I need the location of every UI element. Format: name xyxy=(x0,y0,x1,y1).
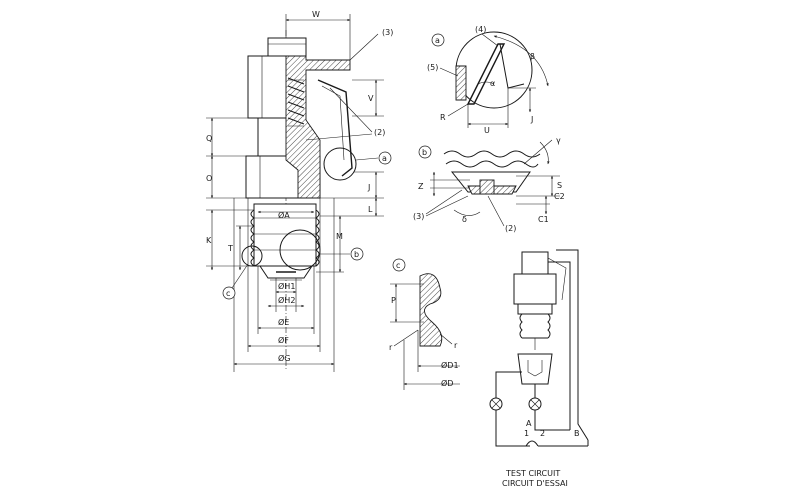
detail-b-tag-main xyxy=(350,247,364,261)
detail-a-view: a (4) (5) β α R U J xyxy=(427,25,549,135)
contact-strip xyxy=(317,79,353,177)
tc-device-thread xyxy=(519,313,551,339)
tc-device-cap xyxy=(521,251,549,275)
tc-label-1: 1 xyxy=(524,429,529,438)
tc-caption-en: TEST CIRCUIT xyxy=(505,469,560,478)
dim-W: W xyxy=(312,10,320,19)
detail-b-marker-circle xyxy=(279,229,321,271)
detail-b-Z: Z xyxy=(418,182,424,191)
callout-3-main: (3) xyxy=(382,28,393,37)
dim-dF: ØF xyxy=(278,335,289,345)
detail-c-tag-main xyxy=(222,286,236,300)
tc-caption-fr: CIRCUIT D'ESSAI xyxy=(502,479,568,488)
detail-c-dD: ØD xyxy=(441,378,453,388)
detail-a-U: U xyxy=(484,126,490,135)
detail-b-delta: δ xyxy=(462,215,467,224)
detail-a-beta: β xyxy=(530,52,535,61)
detail-b-ref3: (3) xyxy=(413,212,424,221)
detail-b-S: S xyxy=(557,181,562,190)
detail-b-tag-main-text: b xyxy=(354,250,359,259)
dim-dG: ØG xyxy=(278,353,291,363)
callout-2-main: (2) xyxy=(374,128,385,137)
dim-V: V xyxy=(368,94,374,103)
tc-label-A: A xyxy=(526,419,532,428)
test-circuit: A 1 2 B TEST CIRCUIT CIRCUIT D'ESSAI xyxy=(489,249,589,488)
detail-a-J: J xyxy=(530,115,533,124)
detail-c-dD1: ØD1 xyxy=(441,360,459,370)
detail-b-gamma: γ xyxy=(556,136,561,145)
detail-c-thread-profile xyxy=(419,273,443,347)
dim-Q: Q xyxy=(206,134,212,143)
tc-socket xyxy=(517,353,553,385)
tc-label-2: 2 xyxy=(540,429,545,438)
detail-c-r-left: r xyxy=(389,343,393,352)
detail-c-tag-text: c xyxy=(396,261,400,270)
dim-dE: ØE xyxy=(278,317,289,327)
dim-dH1: ØH1 xyxy=(278,281,295,291)
top-cap xyxy=(267,37,307,57)
detail-c-r-right: r xyxy=(454,341,458,350)
detail-a-tag xyxy=(431,33,445,47)
detail-c-tag-main-text: c xyxy=(226,289,230,298)
detail-a-strip xyxy=(466,43,506,105)
tc-label-B: B xyxy=(574,429,580,438)
detail-c-tag xyxy=(392,258,406,272)
tc-device-body xyxy=(513,273,557,305)
thread-profile xyxy=(250,209,320,267)
detail-c-view: c P r r ØD1 ØD xyxy=(389,258,460,390)
detail-b-tag xyxy=(418,145,432,159)
detail-a-ref5: (5) xyxy=(427,63,438,72)
dim-L: L xyxy=(368,205,373,214)
spring-coil xyxy=(287,77,305,127)
detail-c-P: P xyxy=(391,296,396,305)
detail-a-tag-main xyxy=(378,151,392,165)
dim-J-main: J xyxy=(367,183,370,192)
detail-a-marker-circle xyxy=(323,147,357,181)
dim-dH2: ØH2 xyxy=(278,295,295,305)
detail-a-tag-main-text: a xyxy=(382,154,387,163)
detail-b-C2: C2 xyxy=(554,192,565,201)
detail-b-ref2: (2) xyxy=(505,224,516,233)
detail-a-circle xyxy=(455,31,533,109)
detail-b-tag-text: b xyxy=(422,148,427,157)
thread-body xyxy=(253,203,317,267)
dim-M: M xyxy=(336,232,343,241)
detail-a-hatched-body xyxy=(455,65,467,101)
detail-a-R: R xyxy=(440,113,446,122)
dim-O: O xyxy=(206,174,212,183)
tc-device-hex xyxy=(517,303,553,315)
dim-T: T xyxy=(227,244,233,253)
detail-b-C1: C1 xyxy=(538,215,549,224)
detail-a-tag-text: a xyxy=(435,36,440,45)
main-section-view: W Q O K T V J L M ØA xyxy=(206,10,393,372)
dim-K: K xyxy=(206,236,212,245)
detail-b-view: b Z S C2 C1 γ (3) δ (2) xyxy=(413,136,565,233)
dim-dA: ØA xyxy=(278,210,290,220)
detail-c-marker-circle xyxy=(241,245,263,267)
detail-a-ref4: (4) xyxy=(475,25,486,34)
